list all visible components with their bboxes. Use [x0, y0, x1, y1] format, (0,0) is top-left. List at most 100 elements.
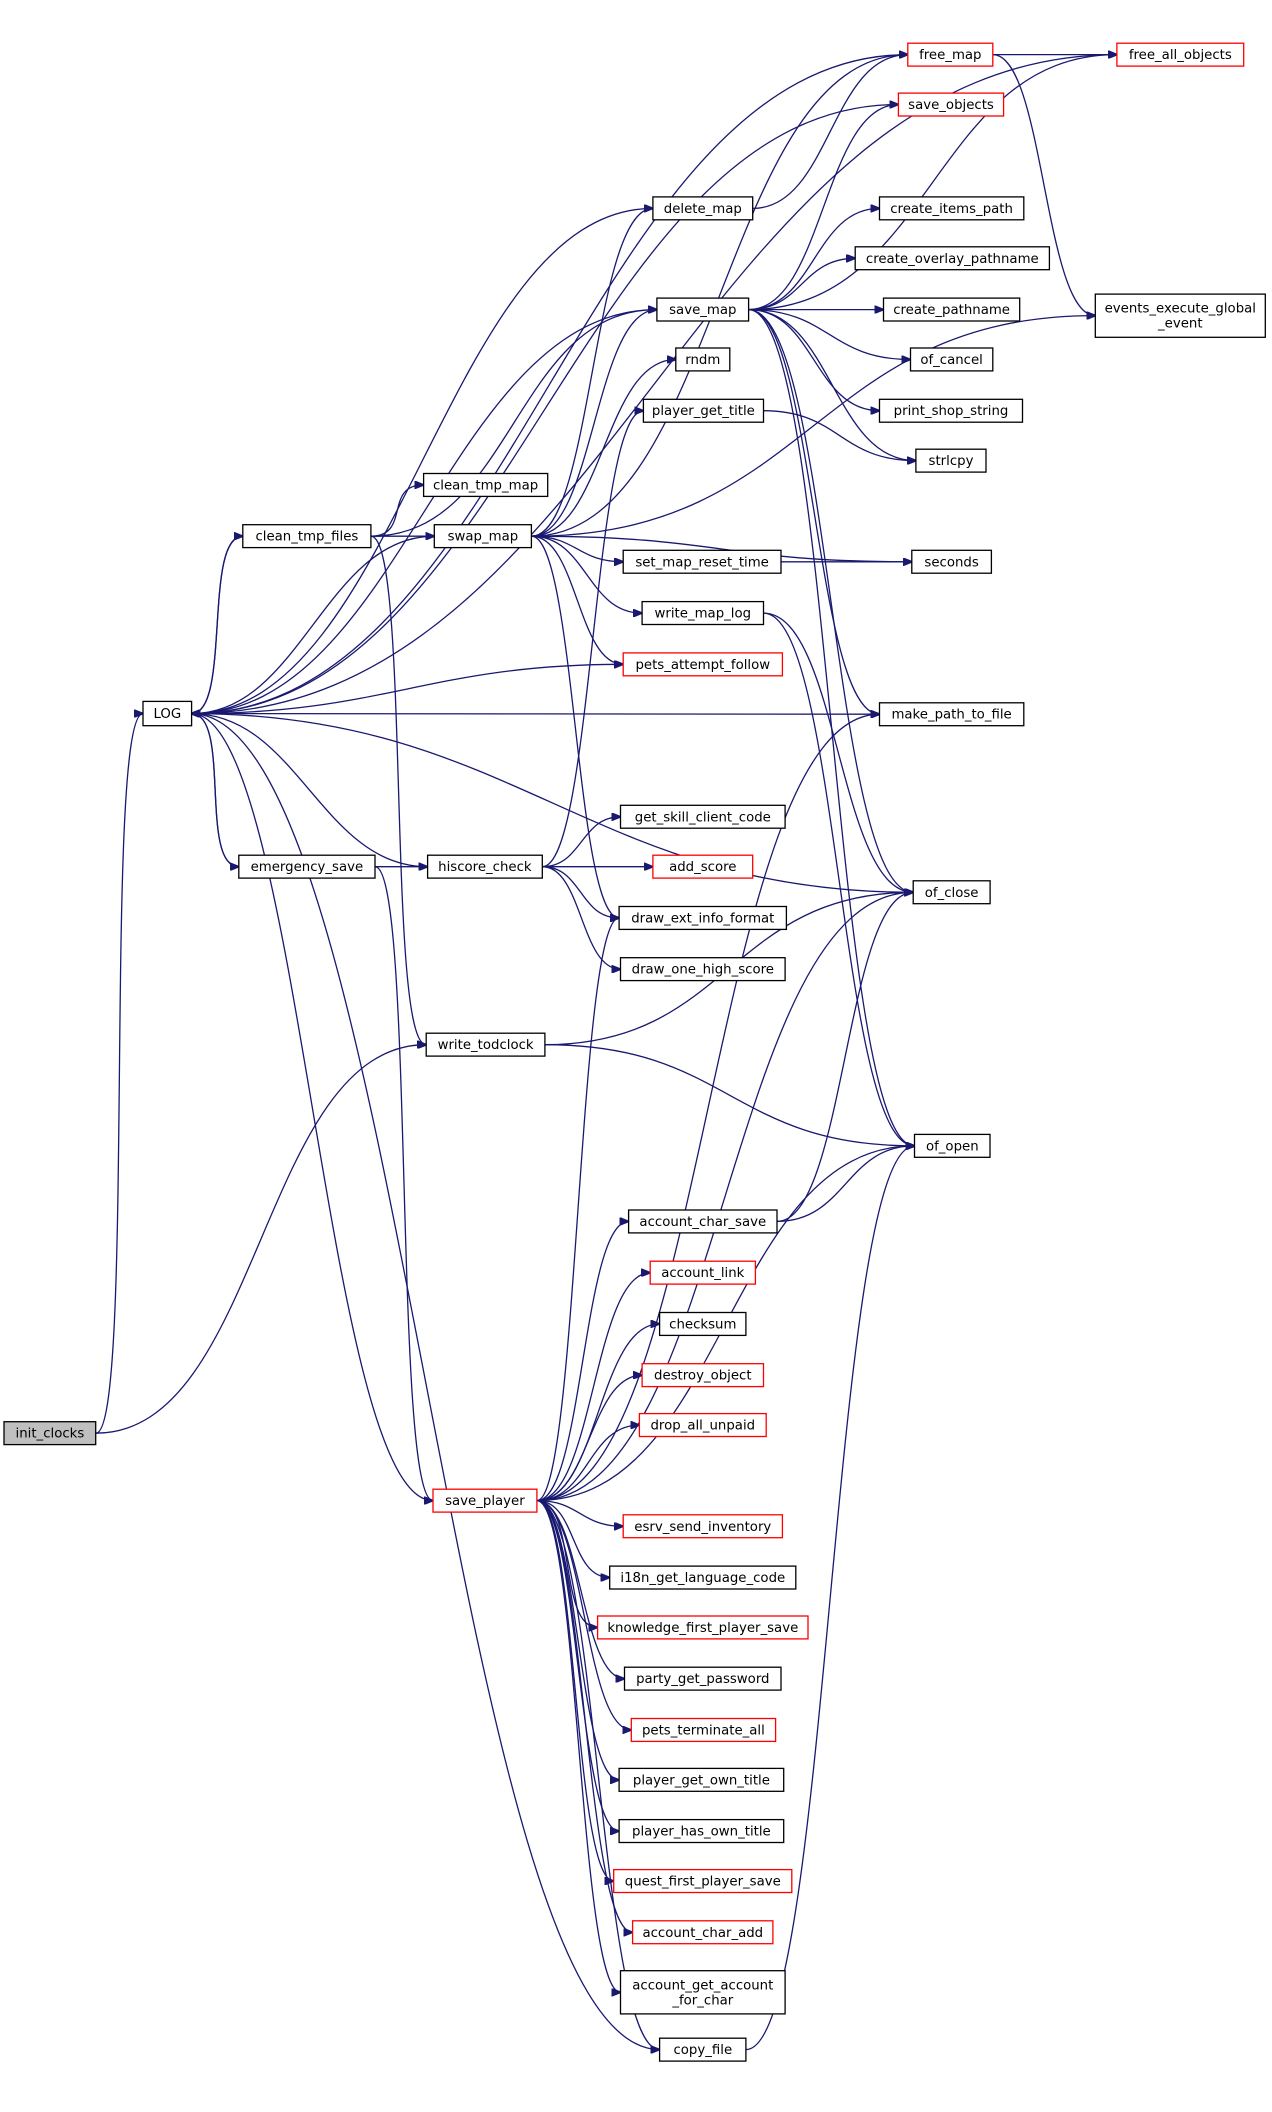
- node-player-has-own-title[interactable]: player_has_own_title: [618, 1818, 785, 1844]
- edge-save-player-to-esrv-send-inventory: [536, 1499, 623, 1527]
- node-add-score[interactable]: add_score: [652, 854, 754, 879]
- edge-swap-map-to-set-map-reset-time: [531, 535, 624, 562]
- node-box: [911, 549, 993, 574]
- edge-save-player-to-draw-ext-info-format: [536, 918, 619, 1502]
- node-create-pathname[interactable]: create_pathname: [882, 297, 1021, 322]
- node-pets-terminate-all[interactable]: pets_terminate_all: [630, 1717, 777, 1743]
- node-label: party_get_password: [636, 1672, 769, 1687]
- node-box: [1116, 42, 1245, 67]
- node-label: draw_one_high_score: [632, 963, 774, 978]
- node-account-get-account-for-char[interactable]: account_get_account_for_char: [619, 1970, 786, 2015]
- node-pets-attempt-follow[interactable]: pets_attempt_follow: [622, 652, 784, 677]
- node-drop-all-unpaid[interactable]: drop_all_unpaid: [638, 1412, 767, 1438]
- node-box: [613, 1868, 793, 1894]
- node-get-skill-client-code[interactable]: get_skill_client_code: [619, 804, 786, 829]
- edge-init-clocks-to-write-todclock: [95, 1045, 426, 1434]
- node-seconds[interactable]: seconds: [911, 549, 993, 574]
- node-strlcpy[interactable]: strlcpy: [915, 448, 987, 473]
- edge-swap-map-to-save-map: [531, 310, 657, 537]
- node-label: hiscore_check: [438, 860, 532, 875]
- node-box: [878, 702, 1025, 727]
- node-checksum[interactable]: checksum: [658, 1311, 747, 1337]
- node-knowledge-first-player-save[interactable]: knowledge_first_player_save: [596, 1615, 809, 1640]
- node-box: [432, 1488, 538, 1513]
- node-quest-first-player-save[interactable]: quest_first_player_save: [613, 1868, 793, 1894]
- edge-swap-map-to-write-map-log: [531, 535, 643, 613]
- edge-save-player-to-quest-first-player-save: [536, 1499, 614, 1881]
- node-save-objects[interactable]: save_objects: [897, 92, 1005, 117]
- node-player-get-title[interactable]: player_get_title: [642, 398, 765, 423]
- node-destroy-object[interactable]: destroy_object: [641, 1363, 765, 1388]
- node-label: save_map: [669, 303, 736, 318]
- node-box: [619, 804, 786, 829]
- node-free-map[interactable]: free_map: [907, 42, 994, 67]
- node-delete-map[interactable]: delete_map: [652, 196, 754, 221]
- node-box: [878, 398, 1024, 423]
- node-party-get-password[interactable]: party_get_password: [623, 1666, 782, 1691]
- node-box: [638, 1412, 767, 1438]
- node-print-shop-string[interactable]: print_shop_string: [878, 398, 1024, 423]
- node-swap-map[interactable]: swap_map: [433, 524, 533, 549]
- edge-save-player-to-account-get-account-for-char: [536, 1499, 621, 1993]
- node-account-link[interactable]: account_link: [649, 1260, 757, 1285]
- node-clean-tmp-files[interactable]: clean_tmp_files: [242, 524, 372, 549]
- node-label: draw_ext_info_format: [631, 911, 774, 926]
- node-box: [854, 246, 1051, 271]
- node-make-path-to-file[interactable]: make_path_to_file: [878, 702, 1025, 727]
- node-label: create_pathname: [893, 303, 1010, 318]
- node-i18n-get-language-code[interactable]: i18n_get_language_code: [609, 1565, 797, 1590]
- node-save-player[interactable]: save_player: [432, 1488, 538, 1513]
- edge-free-map-to-events-execute-global-event: [992, 53, 1096, 316]
- node-box: [619, 957, 786, 982]
- node-player-get-own-title[interactable]: player_get_own_title: [618, 1767, 785, 1792]
- edge-init-clocks-to-LOG: [95, 714, 143, 1434]
- edge-delete-map-to-LOG: [192, 207, 653, 713]
- node-hiscore-check[interactable]: hiscore_check: [426, 854, 543, 879]
- node-copy-file[interactable]: copy_file: [658, 2037, 747, 2062]
- node-label: checksum: [669, 1317, 736, 1332]
- node-label: of_close: [925, 886, 979, 901]
- node-rndm[interactable]: rndm: [675, 347, 731, 372]
- node-account-char-save[interactable]: account_char_save: [627, 1209, 778, 1234]
- node-events-execute-global-event[interactable]: events_execute_global_event: [1094, 293, 1266, 338]
- node-set-map-reset-time[interactable]: set_map_reset_time: [622, 549, 782, 574]
- edge-save-map-to-strlcpy: [748, 308, 916, 461]
- nodes-layer: init_clocks LOG write_todclock clean_tmp_fi…: [3, 42, 1266, 2062]
- node-emergency-save[interactable]: emergency_save: [238, 854, 376, 879]
- edge-save-player-to-destroy-object: [536, 1375, 642, 1502]
- node-label: create_items_path: [890, 202, 1013, 217]
- edge-swap-map-to-pets-attempt-follow: [531, 535, 624, 664]
- node-draw-one-high-score[interactable]: draw_one_high_score: [619, 957, 786, 982]
- node-box: [596, 1615, 809, 1640]
- node-label: _event: [1157, 317, 1203, 332]
- node-label: swap_map: [448, 530, 519, 545]
- node-box: [142, 700, 193, 727]
- node-esrv-send-inventory[interactable]: esrv_send_inventory: [622, 1514, 784, 1539]
- edge-clean-tmp-files-to-write-todclock: [370, 535, 426, 1044]
- node-box: [882, 297, 1021, 322]
- edge-save-player-to-account-char-save: [536, 1221, 629, 1502]
- node-init-clocks[interactable]: init_clocks: [3, 1421, 97, 1446]
- node-clean-tmp-map[interactable]: clean_tmp_map: [422, 472, 549, 498]
- node-label: knowledge_first_player_save: [607, 1621, 798, 1636]
- node-label: free_map: [919, 48, 981, 63]
- node-free-all-objects[interactable]: free_all_objects: [1116, 42, 1245, 67]
- node-label: account_link: [661, 1266, 744, 1281]
- node-draw-ext-info-format[interactable]: draw_ext_info_format: [618, 905, 788, 931]
- node-LOG[interactable]: LOG: [142, 700, 193, 727]
- node-of-cancel[interactable]: of_cancel: [909, 347, 994, 372]
- node-box: [422, 472, 549, 498]
- edge-hiscore-check-to-draw-one-high-score: [542, 866, 620, 970]
- node-label: copy_file: [673, 2043, 732, 2058]
- node-box: [623, 1666, 782, 1691]
- node-account-char-add[interactable]: account_char_add: [631, 1920, 774, 1945]
- node-save-map[interactable]: save_map: [656, 297, 750, 322]
- node-of-close[interactable]: of_close: [912, 880, 991, 905]
- node-create-overlay-pathname[interactable]: create_overlay_pathname: [854, 246, 1051, 271]
- node-write-todclock[interactable]: write_todclock: [425, 1032, 546, 1057]
- node-write-map-log[interactable]: write_map_log: [641, 600, 765, 626]
- edge-account-char-save-to-of-open: [776, 1146, 915, 1223]
- node-of-open[interactable]: of_open: [913, 1133, 991, 1158]
- node-create-items-path[interactable]: create_items_path: [878, 196, 1025, 221]
